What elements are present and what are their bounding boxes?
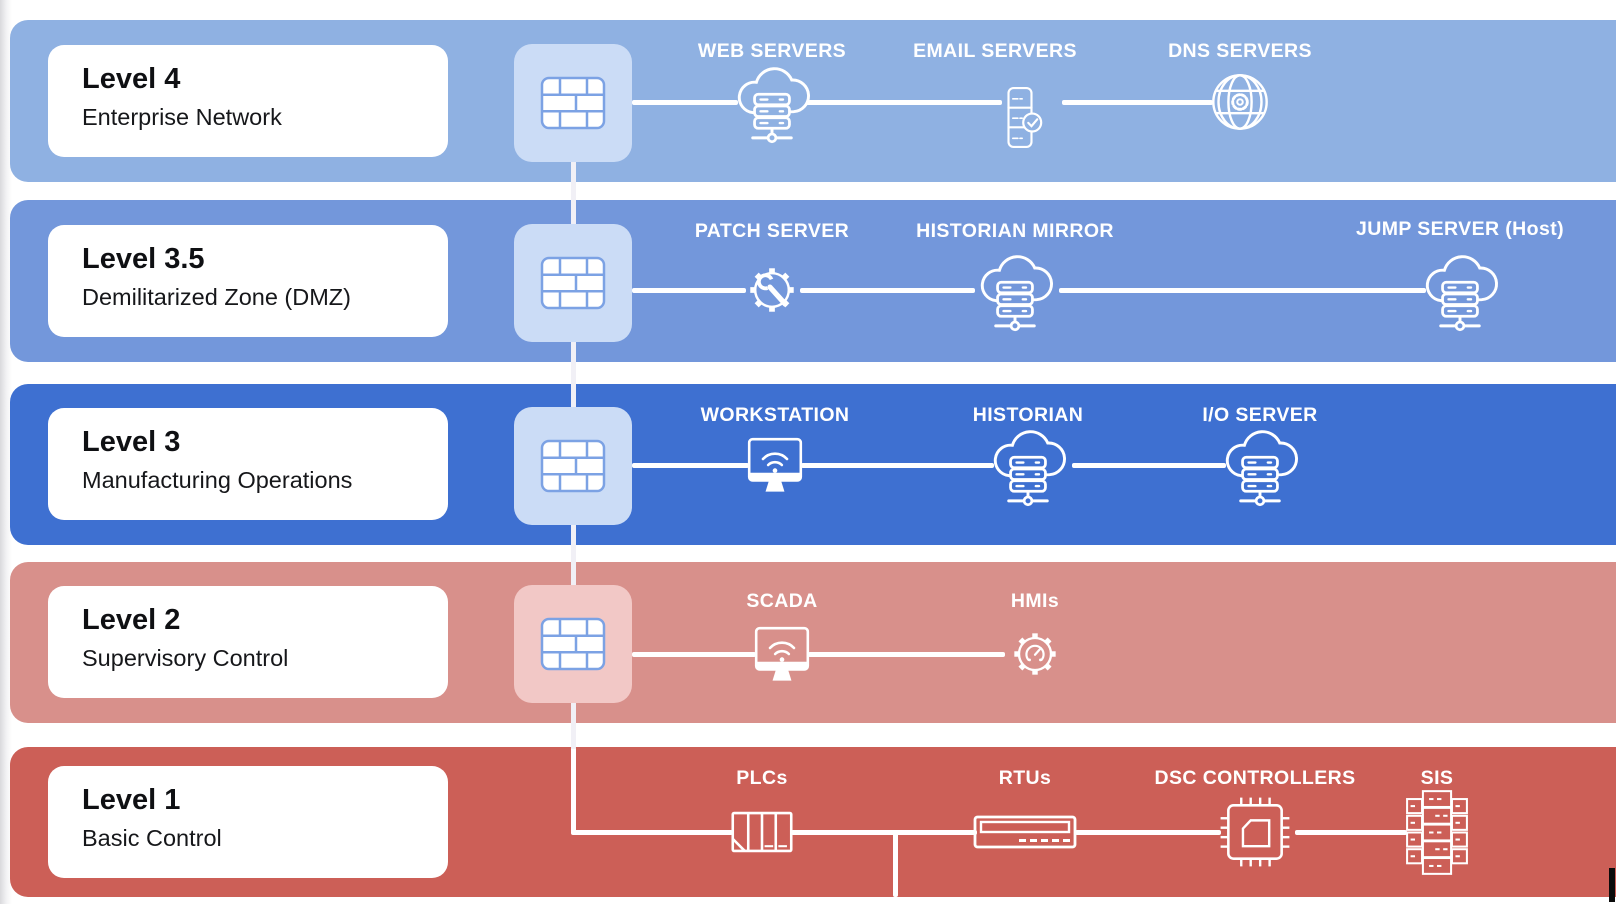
gear-gauge-icon: [996, 615, 1074, 693]
cloud-server-icon: [1414, 240, 1506, 341]
level-title: Level 4: [82, 63, 181, 95]
connector-line: [632, 651, 756, 657]
level-subtitle: Supervisory Control: [82, 645, 289, 672]
page-edge-shadow: [0, 0, 12, 904]
device-label: PATCH SERVER: [694, 220, 850, 242]
device-label: I/O SERVER: [1202, 404, 1318, 426]
connector-line: [801, 462, 994, 468]
level-3-5-card: Level 3.5 Demilitarized Zone (DMZ): [48, 225, 448, 337]
level-title: Level 3: [82, 426, 181, 458]
device-label: RTUs: [998, 767, 1052, 789]
connector-line: [1072, 462, 1226, 468]
gear-wrench-icon: [731, 249, 813, 331]
junction-drop-line: [893, 829, 898, 897]
connector-line: [632, 287, 746, 293]
cursor-artifact: [1609, 868, 1615, 902]
dns-globe-icon: [1197, 59, 1283, 145]
connector-line: [1075, 829, 1221, 835]
connector-line: [571, 747, 576, 834]
device-label: SCADA: [746, 590, 818, 612]
device-label: EMAIL SERVERS: [913, 40, 1077, 62]
level-4-band: Level 4 Enterprise Network WEB SERVERS E…: [10, 20, 1616, 182]
cloud-server-icon: [726, 52, 818, 153]
monitor-wifi-icon: [739, 611, 825, 697]
device-label: JUMP SERVER (Host): [1355, 218, 1565, 240]
device-label: HMIs: [1010, 590, 1060, 612]
connector-line: [1062, 99, 1213, 105]
level-4-card: Level 4 Enterprise Network: [48, 45, 448, 157]
device-label: PLCs: [736, 767, 788, 789]
level-title: Level 1: [82, 784, 181, 816]
device-label: SIS: [1420, 767, 1454, 789]
cloud-server-icon: [969, 240, 1061, 341]
mail-server-icon: [984, 78, 1056, 157]
chip-icon: [1212, 789, 1298, 875]
firewall-box: [514, 44, 632, 162]
cloud-server-icon: [982, 415, 1074, 516]
device-label: DSC CONTROLLERS: [1154, 767, 1356, 789]
connector-line: [1295, 829, 1407, 835]
firewall-icon: [540, 256, 606, 310]
level-1-card: Level 1 Basic Control: [48, 766, 448, 878]
connector-line: [791, 829, 977, 835]
firewall-icon: [540, 617, 606, 671]
level-1-band: Level 1 Basic Control PLCs RTUs DSC CONT…: [10, 747, 1616, 897]
server-stack-icon: [1393, 784, 1481, 881]
connector-line: [800, 287, 975, 293]
device-label: DNS SERVERS: [1168, 40, 1312, 62]
firewall-icon: [540, 439, 606, 493]
level-subtitle: Basic Control: [82, 825, 222, 852]
monitor-wifi-icon: [732, 422, 818, 508]
firewall-icon: [540, 76, 606, 130]
rtu-device-icon: [973, 812, 1077, 852]
connector-line: [632, 99, 738, 105]
device-label: HISTORIAN MIRROR: [916, 220, 1114, 242]
device-label: WEB SERVERS: [697, 40, 847, 62]
level-2-card: Level 2 Supervisory Control: [48, 586, 448, 698]
level-subtitle: Manufacturing Operations: [82, 467, 353, 494]
connector-line: [806, 99, 1002, 105]
level-title: Level 2: [82, 604, 181, 636]
device-label: HISTORIAN: [972, 404, 1084, 426]
level-subtitle: Demilitarized Zone (DMZ): [82, 284, 351, 311]
level-subtitle: Enterprise Network: [82, 104, 282, 131]
level-3-card: Level 3 Manufacturing Operations: [48, 408, 448, 520]
connector-line: [1059, 287, 1426, 293]
firewall-box: [514, 585, 632, 703]
level-2-band: Level 2 Supervisory Control SCADA HMIs: [10, 562, 1616, 723]
connector-line: [571, 829, 733, 835]
level-3-5-band: Level 3.5 Demilitarized Zone (DMZ) PATCH…: [10, 200, 1616, 362]
level-title: Level 3.5: [82, 243, 205, 275]
level-3-band: Level 3 Manufacturing Operations WORKSTA…: [10, 384, 1616, 545]
connector-line: [808, 651, 1005, 657]
plc-rack-icon: [719, 789, 805, 875]
firewall-box: [514, 407, 632, 525]
firewall-box: [514, 224, 632, 342]
connector-line: [632, 462, 749, 468]
cloud-server-icon: [1214, 415, 1306, 516]
device-label: WORKSTATION: [700, 404, 850, 426]
